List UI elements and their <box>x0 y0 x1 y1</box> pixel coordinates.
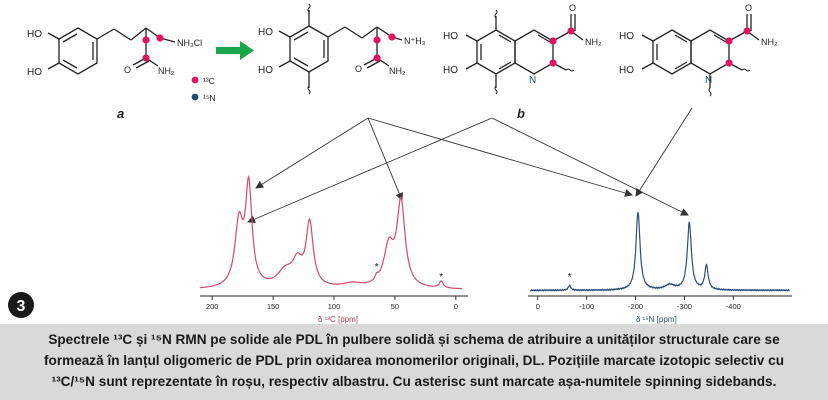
oh-top-open: HO <box>258 27 273 38</box>
n15-legend-label: ¹⁵N <box>203 93 216 103</box>
caption-box <box>0 324 828 400</box>
assignment-arrows <box>247 107 693 223</box>
amide-nh2-dihydro: NH₂ <box>761 37 778 47</box>
oh-bottom-open: HO <box>258 65 273 76</box>
c13-legend-dot <box>191 76 199 84</box>
c13-tick-label: 100 <box>328 302 341 311</box>
c13-labels-open <box>373 33 396 62</box>
structure-open-chain <box>278 10 403 88</box>
c13-tick-label: 50 <box>391 302 399 311</box>
ring-nitrogen-dihydro: N <box>705 75 712 86</box>
squiggle-bonds-2 <box>494 9 575 95</box>
c13-spectrum: 200 150 100 50 0 δ ¹³C [ppm] * * <box>199 174 468 324</box>
amide-nh2-open: NH₂ <box>389 66 406 76</box>
ring-nitrogen-quinoline: N <box>529 75 536 86</box>
carbonyl-oxygen-a: O <box>124 65 131 75</box>
label-a: a <box>117 106 124 121</box>
squiggle-bonds-1 <box>307 3 311 95</box>
caption-line-2: formează în lanțul oligomeric de PDL pri… <box>43 353 785 368</box>
c13-spectrum-trace <box>199 174 462 290</box>
oh-top-a: HO <box>27 29 42 40</box>
n15-x-axis-label: δ ¹⁵N [ppm] <box>636 315 677 324</box>
nh3cl-label: NH₃Cl <box>177 38 202 48</box>
n15-spectrum: 0 -100 -200 -300 -400 δ ¹⁵N [ppm] * <box>528 212 792 324</box>
nh3-plus-label: N⁺H₃ <box>404 36 426 46</box>
caption-line-3: ¹³C/¹⁵N sunt reprezentate în roșu, respe… <box>51 374 777 389</box>
c13-tick-label: 150 <box>267 302 280 311</box>
c13-labels-quinoline <box>549 27 575 67</box>
squiggle-bonds-3 <box>708 68 751 97</box>
c13-labels-dihydro <box>725 27 751 67</box>
isotope-legend: ¹³C ¹⁵N <box>191 76 216 103</box>
oh-bottom-a: HO <box>27 67 42 78</box>
n15-tick-label: -300 <box>677 302 692 311</box>
structure-dihydroquinoline <box>641 14 760 88</box>
label-b: b <box>517 106 525 121</box>
caption: Spectrele ¹³C și ¹⁵N RMN pe solide ale P… <box>14 329 814 392</box>
n15-legend-dot <box>191 93 199 101</box>
reaction-arrow <box>216 41 254 60</box>
sideband-star: * <box>439 272 443 283</box>
c13-labels-a <box>142 34 164 62</box>
sideband-star: * <box>375 262 379 273</box>
c13-legend-label: ¹³C <box>203 76 215 86</box>
amide-nh2-a: NH₂ <box>158 66 175 76</box>
sideband-star: * <box>568 272 572 283</box>
n15-tick-label: -200 <box>628 302 643 311</box>
carbonyl-oxygen-dihydro: O <box>745 3 752 13</box>
figure-number: 3 <box>17 298 26 315</box>
carbonyl-oxygen-open: O <box>355 64 362 74</box>
oh-bottom-dihydro: HO <box>619 65 634 76</box>
amide-nh2-quinoline: NH₂ <box>585 37 602 47</box>
n15-tick-label: -400 <box>726 302 741 311</box>
figure-number-badge: 3 <box>8 292 34 318</box>
oh-top-dihydro: HO <box>619 31 634 42</box>
c13-x-axis-label: δ ¹³C [ppm] <box>318 315 358 324</box>
n15-spectrum-trace <box>529 212 790 292</box>
structure-quinoline <box>465 14 584 88</box>
oh-top-quinoline: HO <box>443 31 458 42</box>
caption-line-1: Spectrele ¹³C și ¹⁵N RMN pe solide ale P… <box>48 332 780 347</box>
structure-a <box>47 27 176 75</box>
carbonyl-oxygen-quinoline: O <box>569 3 576 13</box>
oh-bottom-quinoline: HO <box>443 65 458 76</box>
n15-tick-label: 0 <box>536 302 540 311</box>
n15-tick-label: -100 <box>579 302 594 311</box>
c13-tick-label: 0 <box>454 302 458 311</box>
c13-tick-label: 200 <box>206 302 219 311</box>
